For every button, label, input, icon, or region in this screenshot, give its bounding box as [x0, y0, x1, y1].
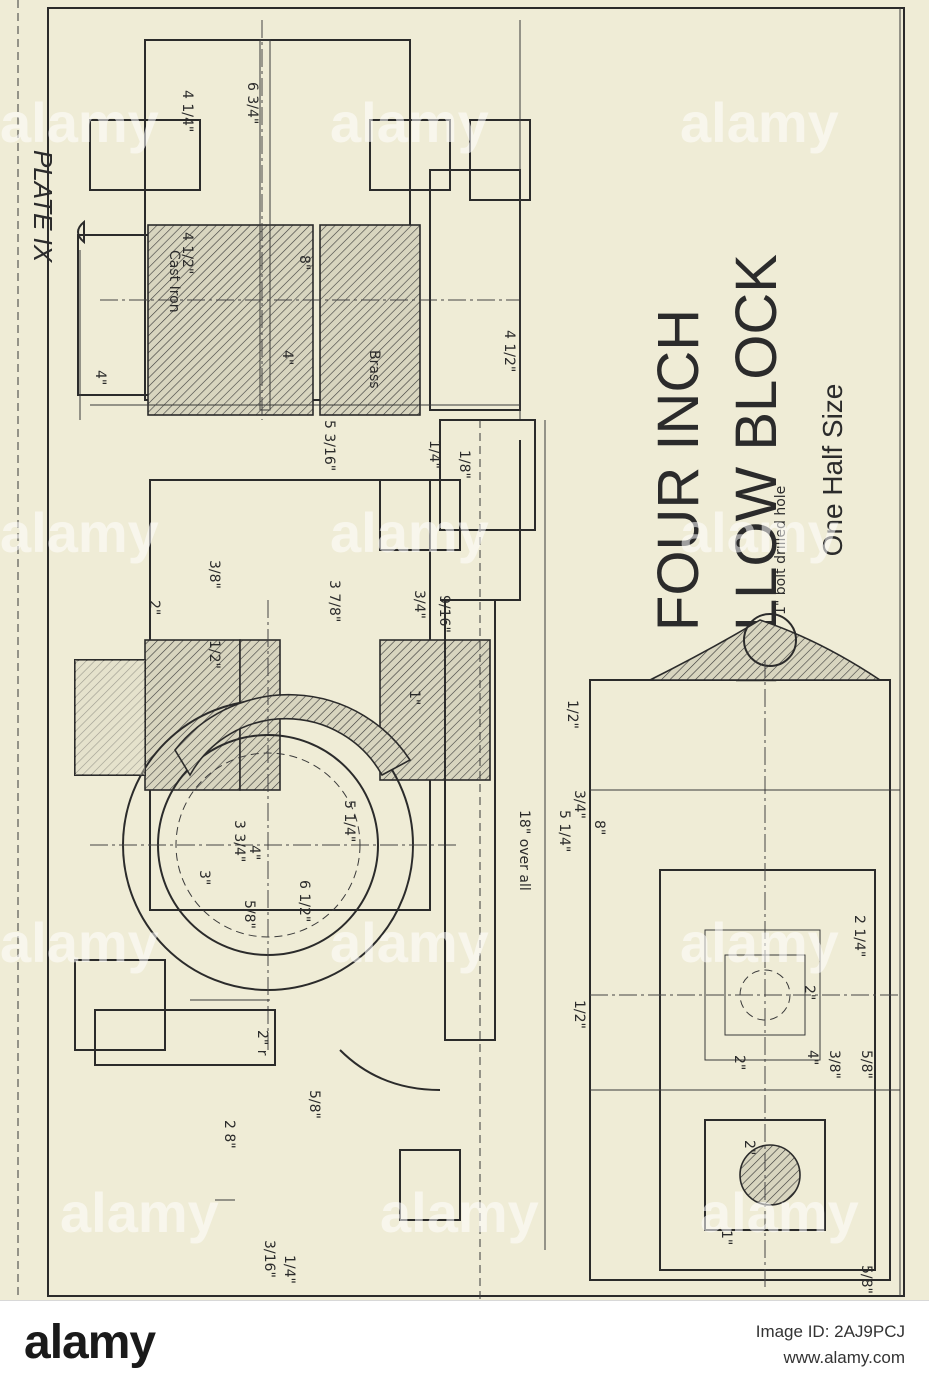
- dim-6-1-2: 6 1/2": [296, 880, 312, 922]
- dim-3-16: 3/16": [261, 1240, 277, 1278]
- plan-view: [589, 613, 900, 1290]
- dim-3-3-4: 3 3/4": [231, 820, 247, 862]
- technical-drawing: PLATE IX 6 3/4" 4 1/2" 8" 4 1/4" 4 1/2" …: [17, 0, 905, 1300]
- dim-5-3-16: 5 3/16": [321, 420, 337, 471]
- bolt-hole-note: 1" bolt drilled hole: [773, 486, 789, 615]
- dim-2: 2": [146, 600, 162, 615]
- dim-1-plan: 1": [718, 1230, 734, 1245]
- dim-2r: 2" r: [254, 1030, 270, 1056]
- dim-1-2b-plan: 1/2": [571, 1000, 587, 1029]
- dim-4-1-2-top: 4 1/2": [179, 232, 195, 274]
- dim-2-plan-b: 2": [741, 1140, 757, 1155]
- nut: [399, 1149, 461, 1221]
- dim-2-8: 2 8": [221, 1120, 237, 1149]
- title-scale: One Half Size: [817, 384, 848, 557]
- dim-1-4b: 1/4": [281, 1255, 297, 1284]
- dim-5-8-b: 5/8": [306, 1090, 322, 1119]
- dim-4-plan: 4": [804, 1050, 820, 1065]
- dim-4-left: 4": [92, 370, 108, 385]
- site-url[interactable]: www.alamy.com: [783, 1348, 905, 1367]
- alamy-logo[interactable]: alamy: [24, 1316, 156, 1369]
- dim-1-8: 1/8": [456, 450, 472, 479]
- dim-2-plan: 2": [801, 985, 817, 1000]
- dim-6-3-4: 6 3/4": [244, 82, 260, 124]
- front-elevation: [74, 419, 546, 1300]
- dim-4-1-4: 4 1/4": [179, 90, 195, 132]
- dim-4-r: 4": [246, 845, 262, 860]
- dim-9-16: 9/16": [436, 595, 452, 633]
- dim-5-8-plan: 5/8": [858, 1050, 874, 1079]
- image-id: Image ID: 2AJ9PCJ: [755, 1322, 905, 1341]
- dim-2-1-4: 2 1/4": [851, 915, 867, 957]
- dim-5-1-4-plan: 5 1/4": [556, 810, 572, 852]
- end-view: [77, 20, 531, 420]
- dim-8: 8": [296, 255, 312, 270]
- footer-bar: alamy Image ID: 2AJ9PCJ www.alamy.com: [0, 1300, 929, 1391]
- dim-3-4-plan: 3/4": [571, 790, 587, 819]
- dim-5-1-4: 5 1/4": [341, 800, 357, 842]
- dim-4-1-2-foot: 4 1/2": [501, 330, 517, 372]
- title-line1: FOUR INCH: [646, 309, 711, 631]
- brass-section: [319, 224, 421, 416]
- stud-bottom-left: [379, 479, 461, 551]
- cast-iron-section: [147, 224, 314, 416]
- title-line2: PILLOW BLOCK: [724, 254, 789, 686]
- plan-view-dims: 1" bolt drilled hole 1/2" 3/4" 5 1/4" 8"…: [556, 486, 874, 1294]
- plate-label: PLATE IX: [28, 150, 58, 264]
- bolt-head: [74, 959, 166, 1051]
- cap-end-section: [649, 619, 883, 681]
- dim-8-plan: 8": [591, 820, 607, 835]
- plate-border: [47, 7, 905, 1297]
- dim-2b: 2": [731, 1055, 747, 1070]
- dim-3-7-8: 3 7/8": [326, 580, 342, 622]
- dim-3-4: 3/4": [411, 590, 427, 619]
- end-view-dims: 6 3/4" 4 1/2" 8" 4 1/4" 4 1/2" 4" 4" 5 3…: [92, 82, 517, 471]
- dim-3-8: 3/8": [206, 560, 222, 589]
- title-block: FOUR INCH PILLOW BLOCK One Half Size: [646, 254, 848, 686]
- drawing-plate: PLATE IX 6 3/4" 4 1/2" 8" 4 1/4" 4 1/2" …: [17, 0, 905, 1300]
- dim-5-8-a: 5/8": [241, 900, 257, 929]
- dim-1-2-plan: 1/2": [564, 700, 580, 729]
- dim-1-4: 1/4": [426, 440, 442, 469]
- bolt-section: [739, 1144, 801, 1206]
- dim-3: 3": [196, 870, 212, 885]
- dim-1-2: 1/2": [206, 640, 222, 669]
- label-brass: Brass: [366, 350, 382, 389]
- dim-5-8-end: 5/8": [858, 1265, 874, 1294]
- dim-4-center: 4": [279, 350, 295, 365]
- footer-info: Image ID: 2AJ9PCJ www.alamy.com: [756, 1319, 905, 1371]
- front-elevation-dims: 2" 3/8" 1/2" 3 7/8" 3/4" 9/16" 1/4" 1/8"…: [146, 440, 532, 1284]
- dim-1: 1": [406, 690, 422, 705]
- label-cast-iron: Cast Iron: [166, 250, 182, 313]
- overall-note: 18" over all: [516, 810, 532, 891]
- dim-3-8-plan: 3/8": [826, 1050, 842, 1079]
